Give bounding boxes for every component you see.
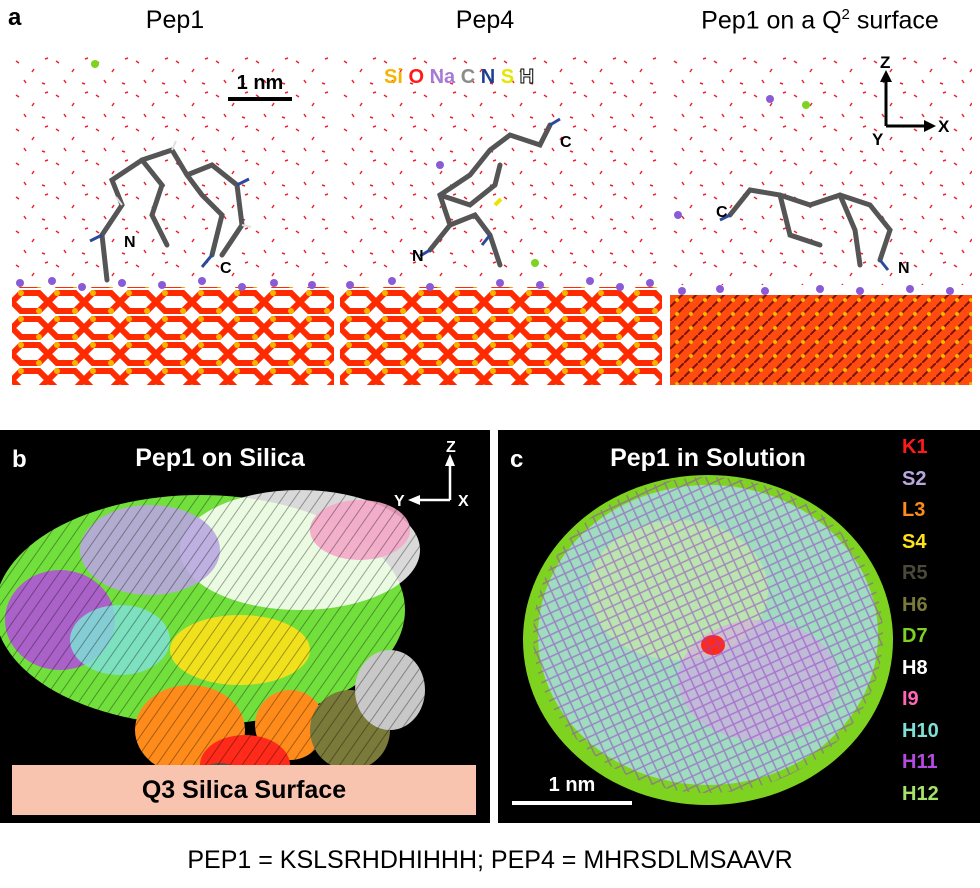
residue-s4: S4 xyxy=(902,530,927,553)
residue-d7: D7 xyxy=(902,625,928,647)
silica-surface-label: Q3 Silica Surface xyxy=(141,776,347,804)
panel-c-ensemble-render xyxy=(523,475,893,805)
axis-a-x: X xyxy=(938,117,950,136)
pep4-c-terminus-label: C xyxy=(560,134,572,151)
panel-b: b Pep1 on Silica Z Y X Q3 Silica Surface xyxy=(0,430,490,823)
residue-r5: R5 xyxy=(902,562,928,584)
atom-legend: Si O Na C N S H xyxy=(384,66,535,89)
q2-n-terminus-label: N xyxy=(898,260,910,277)
axis-triad-a: Z Y X xyxy=(872,53,950,149)
residue-s2: S2 xyxy=(902,467,927,490)
panel-a-title-pep4: Pep4 xyxy=(455,6,515,34)
axis-a-z: Z xyxy=(880,53,890,72)
silica-surface-bar: Q3 Silica Surface xyxy=(12,765,476,815)
q2-c-terminus-label: C xyxy=(716,204,728,221)
legend-h: H xyxy=(519,66,535,89)
residue-h12: H12 xyxy=(902,782,939,805)
q2-title-part2: surface xyxy=(849,6,939,35)
residue-l3: L3 xyxy=(902,499,926,521)
scale-bar-a-text: 1 nm xyxy=(236,72,284,94)
legend-na: Na xyxy=(429,66,456,88)
sequence-caption: PEP1 = KSLSRHDHIHHH; PEP4 = MHRSDLMSAAVR xyxy=(187,846,793,874)
residue-i9: I9 xyxy=(902,688,919,710)
panel-a-pep1-snapshot: N C xyxy=(12,55,334,385)
legend-s: S xyxy=(500,66,515,88)
panel-a-label: a xyxy=(8,4,22,31)
pep1-c-terminus-label: C xyxy=(220,260,232,277)
legend-si: Si xyxy=(384,66,403,88)
residue-h8: H8 xyxy=(902,656,928,679)
residue-h10: H10 xyxy=(902,719,939,742)
panel-c: c Pep1 in Solution 1 nm K1 S2 L3 S4 R5 H… xyxy=(498,430,980,823)
residue-h6: H6 xyxy=(902,593,928,616)
residue-k1: K1 xyxy=(902,436,928,458)
pep4-molecular-render: N C xyxy=(340,55,662,385)
scale-bar-c: 1 nm xyxy=(512,774,632,805)
axis-b-y: Y xyxy=(394,493,405,510)
axis-a-y: Y xyxy=(872,130,884,149)
axis-b-x: X xyxy=(458,493,469,510)
residue-h11: H11 xyxy=(902,751,938,773)
scale-bar-c-line xyxy=(512,801,632,805)
q2-title-part1: Pep1 on a Q xyxy=(701,6,842,35)
axis-triad-b: Z Y X xyxy=(394,440,469,510)
panel-a-title-pep1: Pep1 xyxy=(145,6,205,34)
panel-c-label: c xyxy=(510,446,524,473)
panel-b-ensemble-render xyxy=(0,430,490,823)
panel-b-label: b xyxy=(12,446,27,473)
q2-title-superscript: 2 xyxy=(841,6,850,23)
residue-legend: K1 S2 L3 S4 R5 H6 D7 H8 I9 H10 H11 H12 xyxy=(902,432,980,823)
legend-o: O xyxy=(408,66,425,88)
pep4-n-terminus-label: N xyxy=(412,248,424,265)
panel-a-q2-snapshot: C N xyxy=(670,55,972,385)
scale-bar-a-line xyxy=(228,97,292,101)
q2-molecular-render: C N xyxy=(670,55,972,385)
pep1-n-terminus-label: N xyxy=(124,234,136,251)
scale-bar-a: 1 nm xyxy=(228,72,292,101)
panel-a-pep4-snapshot: N C xyxy=(340,55,662,385)
scale-bar-c-text: 1 nm xyxy=(548,774,596,796)
legend-n: N xyxy=(480,66,496,88)
panel-b-title: Pep1 on Silica xyxy=(135,444,305,472)
panel-c-title: Pep1 in Solution xyxy=(610,444,806,472)
legend-c: C xyxy=(460,66,476,88)
panel-a-title-pep1-q2: Pep1 on a Q2 surface xyxy=(662,6,978,35)
pep1-molecular-render: N C xyxy=(12,55,334,385)
axis-b-z: Z xyxy=(446,440,456,456)
